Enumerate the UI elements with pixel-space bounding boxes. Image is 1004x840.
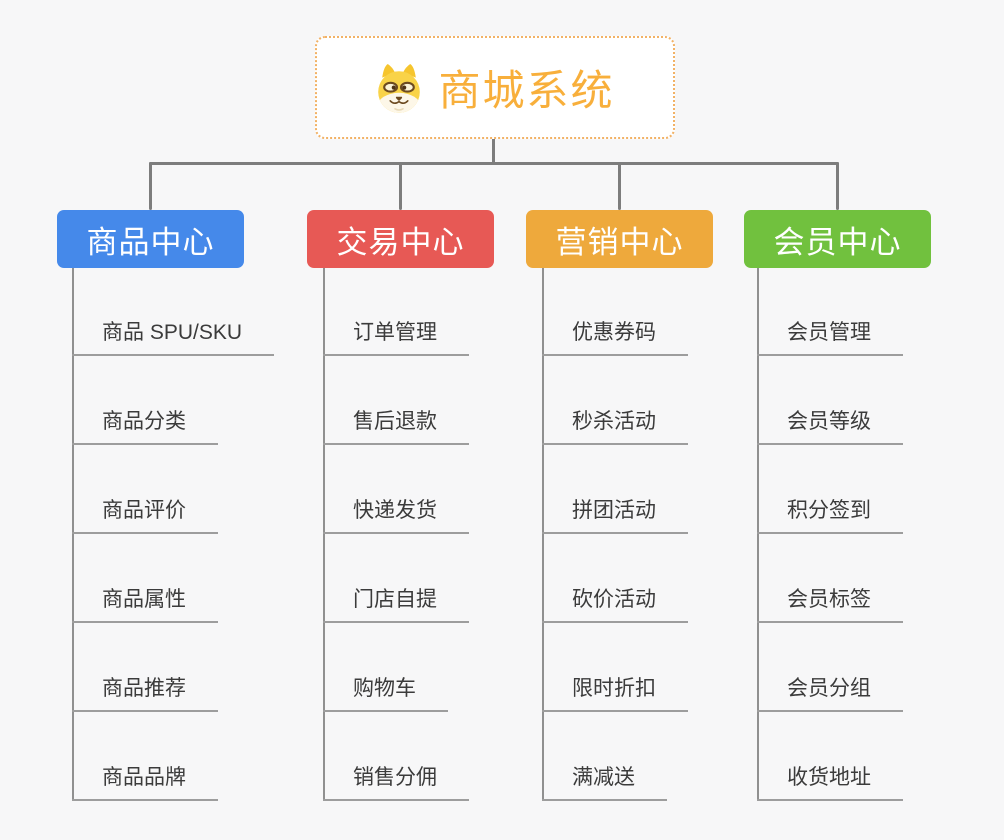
branch-header-product-center[interactable]: 商品中心 [57, 210, 244, 268]
leaf-node[interactable]: 售后退款 [323, 407, 469, 445]
leaf-node[interactable]: 收货地址 [757, 763, 903, 801]
branch-trunk-line [72, 268, 74, 801]
leaf-node[interactable]: 订单管理 [323, 318, 469, 356]
leaf-node[interactable]: 商品评价 [72, 496, 218, 534]
leaf-node[interactable]: 满减送 [542, 763, 667, 801]
leaf-node[interactable]: 商品 SPU/SKU [72, 318, 275, 356]
leaf-node[interactable]: 秒杀活动 [542, 407, 688, 445]
leaf-node[interactable]: 商品推荐 [72, 674, 218, 712]
branch-header-trade-center[interactable]: 交易中心 [307, 210, 494, 268]
leaf-node[interactable]: 拼团活动 [542, 496, 688, 534]
leaf-node[interactable]: 购物车 [323, 674, 448, 712]
leaf-node[interactable]: 销售分佣 [323, 763, 469, 801]
leaf-node[interactable]: 快递发货 [323, 496, 469, 534]
connector-stem [492, 139, 495, 165]
branch-trunk-line [542, 268, 544, 801]
leaf-node[interactable]: 会员分组 [757, 674, 903, 712]
leaf-node[interactable]: 会员管理 [757, 318, 903, 356]
connector-drop [399, 162, 402, 210]
leaf-node[interactable]: 商品分类 [72, 407, 218, 445]
leaf-node[interactable]: 商品品牌 [72, 763, 218, 801]
leaf-node[interactable]: 优惠券码 [542, 318, 688, 356]
connector-drop [618, 162, 621, 210]
leaf-node[interactable]: 砍价活动 [542, 585, 688, 623]
leaf-node[interactable]: 会员等级 [757, 407, 903, 445]
connector-drop [836, 162, 839, 210]
branch-trunk-line [323, 268, 325, 801]
leaf-node[interactable]: 会员标签 [757, 585, 903, 623]
dog-face-icon [378, 63, 421, 113]
connector-drop [149, 162, 152, 210]
leaf-node[interactable]: 积分签到 [757, 496, 903, 534]
leaf-node[interactable]: 限时折扣 [542, 674, 688, 712]
connector-bus [149, 162, 839, 165]
leaf-node[interactable]: 门店自提 [323, 585, 469, 623]
branch-header-marketing-center[interactable]: 营销中心 [526, 210, 713, 268]
leaf-node[interactable]: 商品属性 [72, 585, 218, 623]
root-title: 商城系统 [438, 67, 615, 114]
branch-header-member-center[interactable]: 会员中心 [744, 210, 931, 268]
branch-trunk-line [757, 268, 759, 801]
root-node[interactable]: 商城系统 [315, 36, 675, 139]
